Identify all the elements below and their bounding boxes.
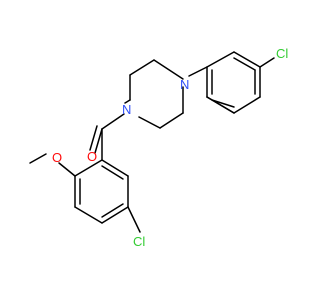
molecule-structure: Cl N N O O Cl xyxy=(29,46,288,249)
oxygen-atom-ether: O xyxy=(52,150,62,165)
bond-skeleton xyxy=(29,51,275,233)
chlorine-atom-top: Cl xyxy=(276,46,288,61)
atom-labels: Cl N N O O Cl xyxy=(52,46,288,249)
nitrogen-atom-aryl: N xyxy=(180,77,189,92)
oxygen-atom-carbonyl: O xyxy=(87,149,97,164)
nitrogen-atom-amide: N xyxy=(122,102,131,117)
chlorine-atom-bottom: Cl xyxy=(133,234,145,249)
